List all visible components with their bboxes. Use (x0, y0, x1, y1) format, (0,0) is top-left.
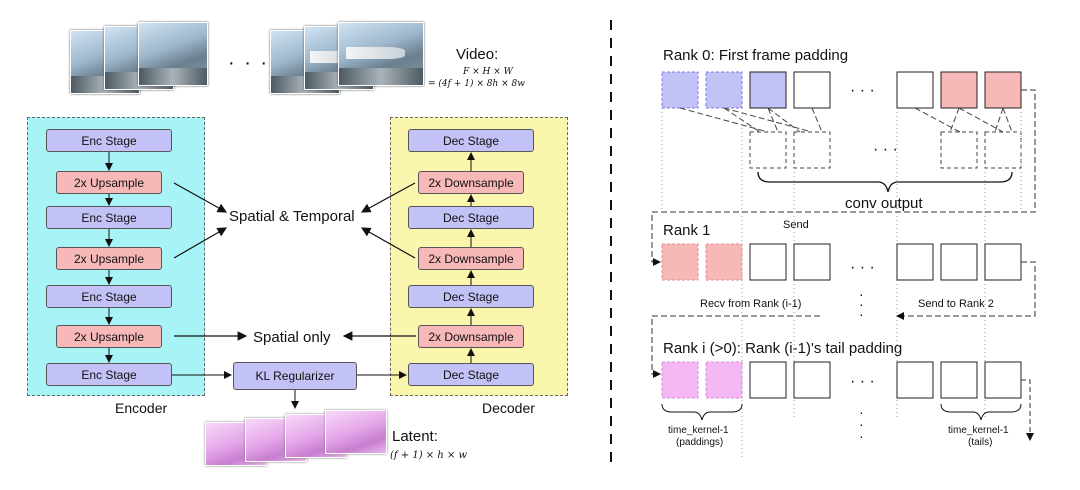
rank1-label: Rank 1 (663, 222, 711, 239)
time-kernel-right-label: time_kernel-1 (948, 425, 1009, 436)
ellipsis: · · · (850, 373, 875, 390)
enc-stage-block: Enc Stage (46, 206, 172, 229)
encoder-label: Encoder (115, 400, 168, 416)
vertical-dot: · (859, 286, 864, 302)
conv-output-label: conv output (845, 195, 923, 212)
enc-stage-block: Enc Stage (46, 363, 172, 386)
conv-output-row (749, 131, 1022, 169)
video-title: Video: (456, 46, 499, 63)
spatial-temporal-label: Spatial & Temporal (229, 208, 355, 225)
decoder-label: Decoder (482, 400, 535, 416)
ellipsis: · · · (850, 259, 875, 276)
conv-output-brace (757, 171, 1013, 193)
dec-downsample-block: 2x Downsample (418, 171, 524, 194)
vertical-dot: · (859, 416, 864, 432)
enc-stage-block: Enc Stage (46, 129, 172, 152)
latent-dims: (f + 1) × h × w (390, 450, 468, 461)
vertical-dot: · (859, 296, 864, 312)
paddings-brace (661, 403, 743, 421)
video-ellipsis: · · · (228, 52, 270, 74)
tails-brace (940, 403, 1022, 421)
video-dims-expanded: = (4f + 1) × 8h × 8w (428, 79, 525, 89)
enc-upsample-block: 2x Upsample (56, 325, 162, 348)
time-kernel-left-label: time_kernel-1 (668, 425, 729, 436)
vertical-dot: · (859, 306, 864, 322)
enc-upsample-block: 2x Upsample (56, 247, 162, 270)
send-path-rank1-to-rank2 (896, 261, 1036, 320)
latent-title: Latent: (392, 428, 438, 445)
dec-downsample-block: 2x Downsample (418, 325, 524, 348)
spatial-temporal-arrows (173, 182, 416, 341)
enc-stage-block: Enc Stage (46, 285, 172, 308)
video-frame (138, 22, 208, 86)
vertical-dot: · (859, 428, 864, 444)
latent-frame (325, 410, 387, 454)
dec-stage-block: Dec Stage (408, 129, 534, 152)
dec-stage-block: Dec Stage (408, 363, 534, 386)
rank0-row (661, 71, 1022, 109)
ranki-label: Rank i (>0): Rank (i-1)'s tail padding (663, 340, 903, 357)
send-path-ranki-next (1021, 379, 1034, 441)
ranki-row (661, 361, 1022, 399)
vertical-dot: · (859, 404, 864, 420)
dec-downsample-block: 2x Downsample (418, 247, 524, 270)
recv-label: Recv from Rank (i-1) (700, 298, 802, 310)
send-label: Send (783, 219, 809, 231)
conv-window-lines (679, 107, 1013, 133)
send-to-rank2-label: Send to Rank 2 (918, 298, 994, 310)
video-frame (338, 22, 424, 86)
rank1-row (661, 243, 1022, 281)
dec-stage-block: Dec Stage (408, 206, 534, 229)
time-kernel-right-sub: (tails) (968, 437, 993, 448)
ellipsis: · · · (873, 141, 898, 158)
kl-regularizer-block: KL Regularizer (233, 362, 357, 390)
recv-path-to-ranki (651, 315, 820, 378)
ellipsis: · · · (850, 82, 875, 99)
time-kernel-left-sub: (paddings) (676, 437, 724, 448)
spatial-only-label: Spatial only (253, 329, 331, 346)
rank0-label: Rank 0: First frame padding (663, 47, 849, 64)
video-dims: F × H × W (463, 67, 513, 77)
send-path-rank0-to-rank1 (651, 89, 1036, 266)
kl-arrows (172, 371, 407, 409)
enc-upsample-block: 2x Upsample (56, 171, 162, 194)
dec-stage-block: Dec Stage (408, 285, 534, 308)
